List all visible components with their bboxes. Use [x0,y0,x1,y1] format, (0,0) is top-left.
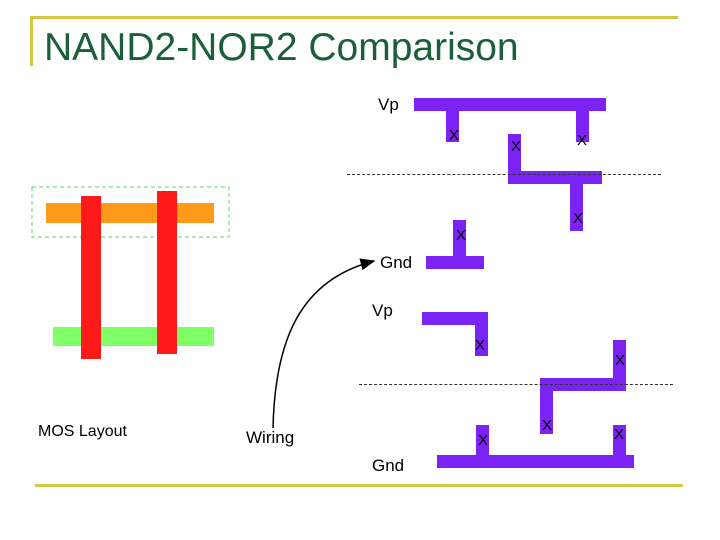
contact-mark: X [577,132,588,149]
vp-label-bottom: Vp [372,301,393,320]
gnd-rail-top [426,256,484,269]
vp-rail-bottom [422,312,488,325]
mos-layout-caption: MOS Layout [38,423,127,440]
wire-output-top-lower [570,171,583,231]
page-title: NAND2-NOR2 Comparison [44,26,519,69]
vp-label-top: Vp [378,95,399,114]
p-diffusion-strip [46,203,214,223]
contact-mark: X [456,227,467,244]
frame-bottom-rule [35,484,683,487]
well-outline [31,186,230,238]
gnd-label-top: Gnd [380,253,413,272]
contact-mark: X [614,426,625,443]
contact-mark: X [449,127,460,144]
wiring-caption: Wiring [246,428,295,447]
divider-bottom-dashed [359,384,673,385]
contact-mark: X [573,210,584,227]
frame-left-rule [30,16,33,66]
gnd-label-bottom: Gnd [372,456,405,475]
gnd-rail-bottom [437,455,634,468]
contact-mark: X [615,352,626,369]
contact-mark: X [511,138,522,155]
wire-output-bottom-upper [613,340,626,382]
poly-gate-left [81,196,101,359]
wire-gnd-bottom-left [476,425,489,461]
wire-output-bottom-vertical [540,378,553,434]
contact-mark: X [478,432,489,449]
vp-rail-top [414,98,606,111]
wire-bottom-vp-drop [475,312,488,356]
n-diffusion-strip [53,327,214,346]
contact-mark: X [542,417,553,434]
wiring-arrow [272,258,376,429]
wire-top-right-drop [576,98,589,142]
divider-top-dashed [347,174,661,175]
poly-gate-right [157,191,177,354]
wire-output-top-horizontal [508,171,602,184]
wire-top-left-drop [446,98,459,142]
contact-mark: X [475,337,486,354]
frame-top-rule [30,16,678,19]
wire-gnd-bottom-right [613,425,626,461]
